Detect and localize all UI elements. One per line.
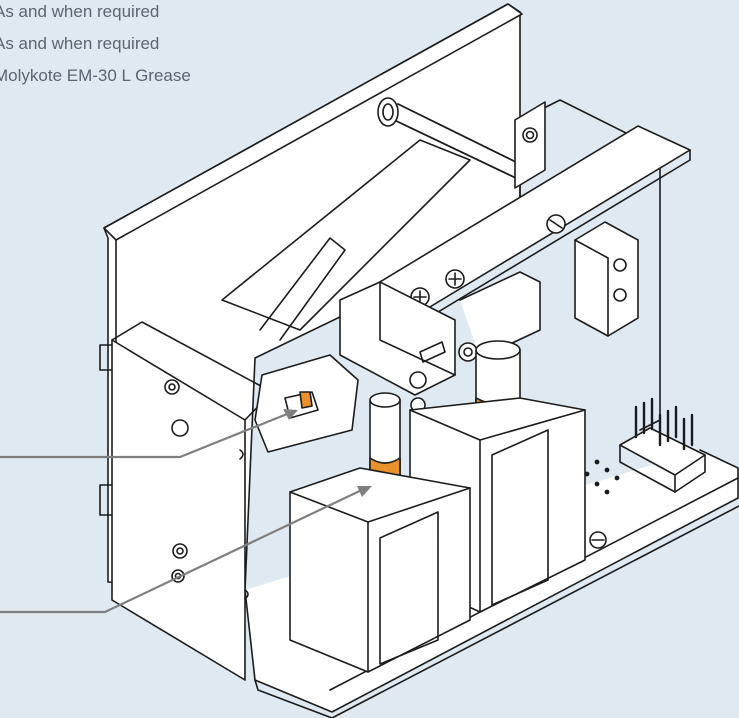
lubrication-notes: As and when required As and when require… <box>0 0 191 92</box>
arrowhead-2 <box>357 486 372 497</box>
shaft <box>377 97 529 181</box>
paper-chute <box>221 139 471 341</box>
note-interval-1: As and when required <box>0 2 160 21</box>
arrowhead-1 <box>283 409 298 420</box>
leader-lines <box>0 410 368 614</box>
note-grease-type: Molykote EM-30 L Grease <box>0 66 191 85</box>
cam-hook <box>254 354 359 453</box>
leader-line-2 <box>0 486 368 614</box>
solenoid-left <box>289 467 607 673</box>
right-bracket <box>514 101 546 189</box>
side-frame <box>99 321 273 681</box>
pcb-connector <box>584 397 706 495</box>
leader-arrowheads <box>283 409 372 497</box>
leader-line-1 <box>0 410 294 459</box>
micro-switch <box>574 221 639 337</box>
note-interval-2: As and when required <box>0 34 160 53</box>
